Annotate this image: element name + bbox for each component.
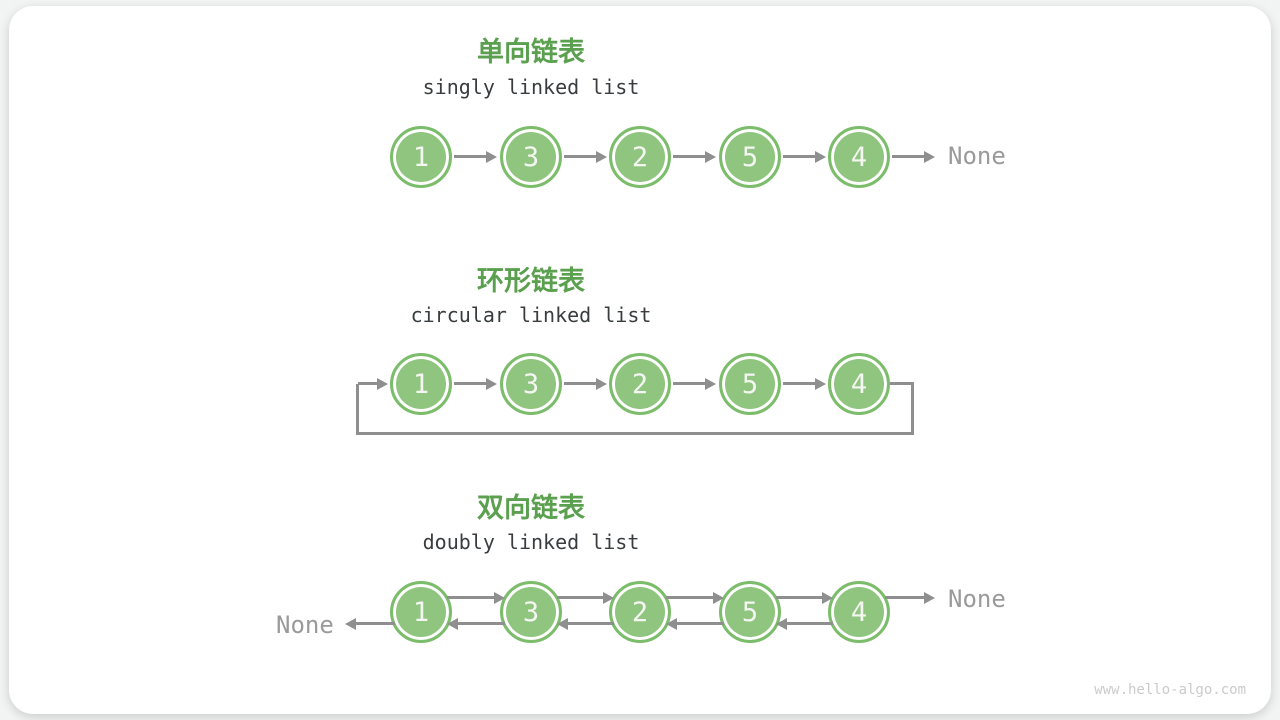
node: 1 [390, 126, 452, 188]
arrow-right-icon [673, 382, 705, 385]
section-title-singly: 单向链表 [477, 37, 585, 67]
none-label: None [948, 585, 1006, 613]
section-subtitle-singly: singly linked list [422, 75, 640, 99]
arrow-right-icon [783, 382, 815, 385]
arrow-right-icon [454, 155, 486, 158]
section-title-doubly: 双向链表 [477, 493, 585, 523]
node: 5 [719, 353, 781, 415]
node: 2 [609, 353, 671, 415]
arrow-right-icon [454, 382, 486, 385]
node: 2 [609, 581, 671, 643]
arrow-right-icon [885, 596, 924, 599]
none-label: None [276, 611, 334, 639]
loop-entry-arrow-icon [358, 382, 377, 385]
node: 1 [390, 581, 452, 643]
loop-stub-line [890, 382, 914, 385]
arrow-right-icon [673, 155, 705, 158]
arrow-left-icon [356, 622, 395, 625]
arrow-right-icon [447, 596, 494, 599]
section-subtitle-doubly: doubly linked list [422, 530, 640, 554]
node: 5 [719, 126, 781, 188]
arrow-right-icon [557, 596, 603, 599]
arrow-right-icon [666, 596, 713, 599]
node: 2 [609, 126, 671, 188]
arrow-left-icon [458, 622, 505, 625]
node: 3 [500, 126, 562, 188]
arrow-right-icon [783, 155, 815, 158]
section-subtitle-circular: circular linked list [410, 303, 652, 327]
arrow-left-icon [787, 622, 833, 625]
node: 5 [719, 581, 781, 643]
arrow-right-icon [776, 596, 822, 599]
section-title-circular: 环形链表 [477, 266, 585, 296]
node: 1 [390, 353, 452, 415]
none-label: None [948, 142, 1006, 170]
node: 4 [828, 353, 890, 415]
node: 3 [500, 581, 562, 643]
watermark: www.hello-algo.com [1094, 682, 1246, 698]
loop-back-line [356, 384, 914, 435]
arrow-right-icon [564, 382, 596, 385]
arrow-right-icon [892, 155, 924, 158]
node: 4 [828, 126, 890, 188]
node: 3 [500, 353, 562, 415]
arrow-left-icon [568, 622, 614, 625]
arrow-left-icon [677, 622, 724, 625]
node: 4 [828, 581, 890, 643]
arrow-right-icon [564, 155, 596, 158]
